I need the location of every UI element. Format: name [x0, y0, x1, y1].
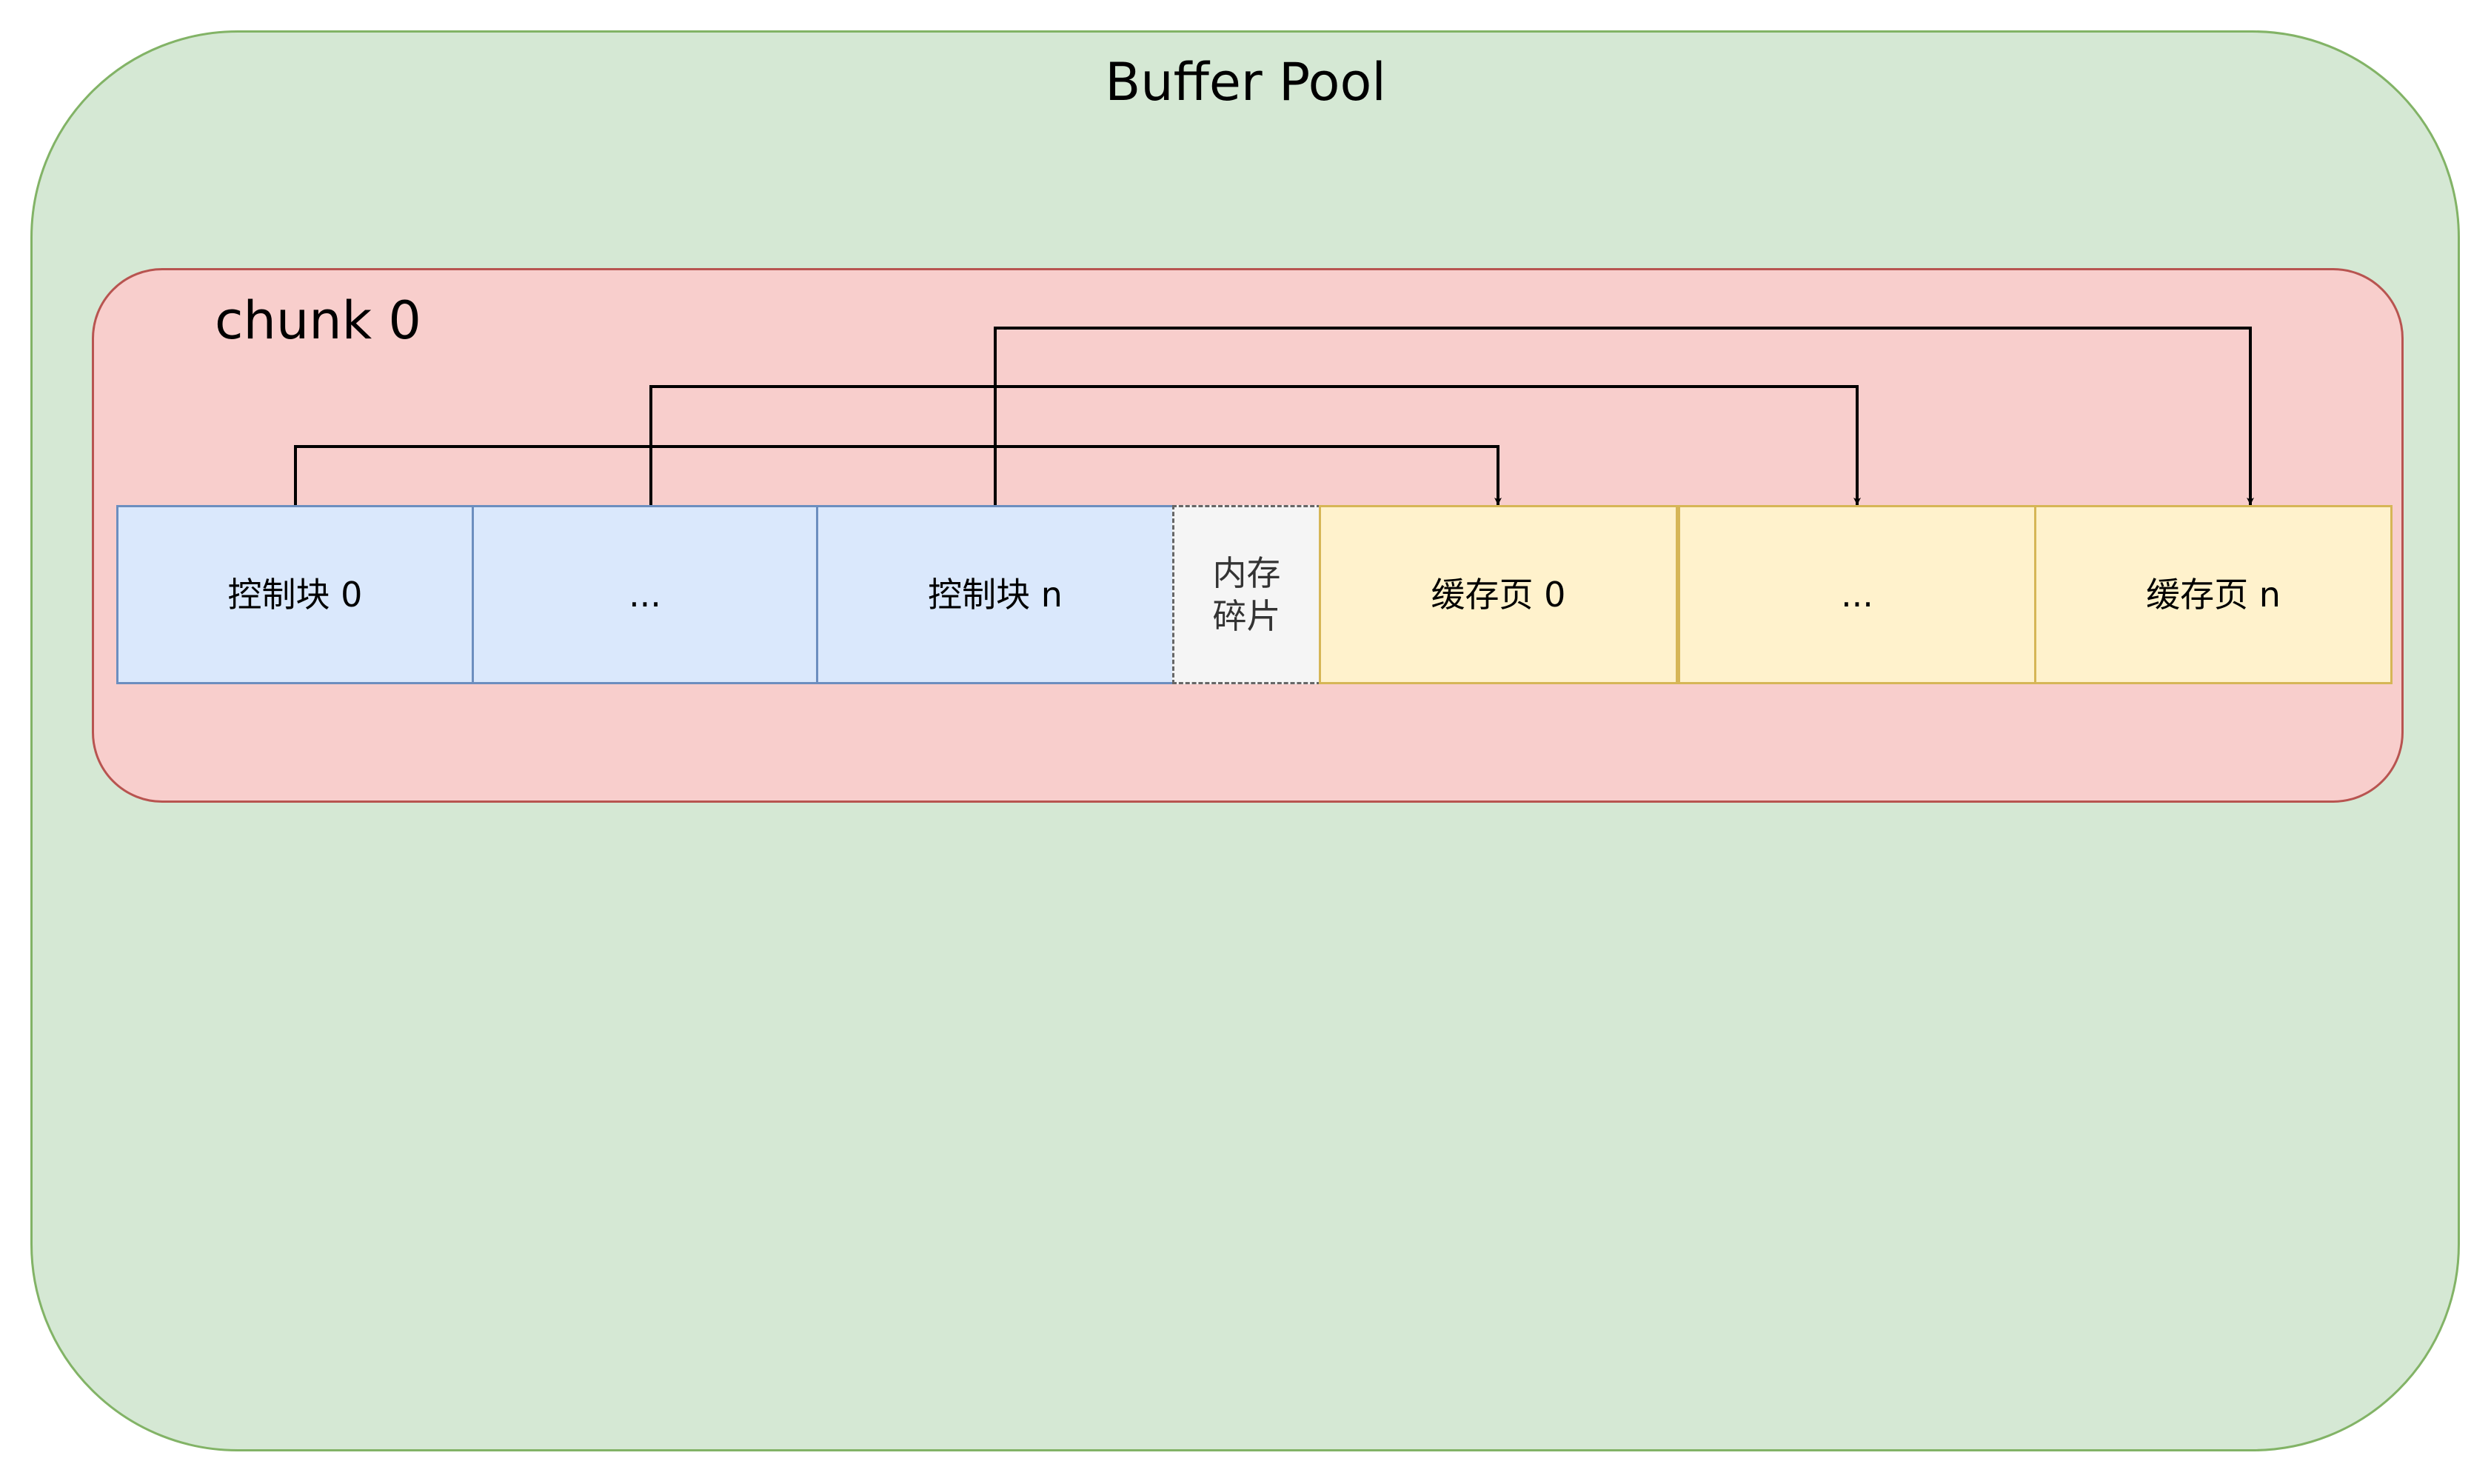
cache-page-0-label: 缓存页 0: [1431, 575, 1566, 615]
memory-fragment-block: 内存 碎片: [1172, 505, 1321, 684]
control-block-n: 控制块 n: [816, 505, 1174, 684]
buffer-pool-title: Buffer Pool: [1105, 52, 1386, 113]
control-block-ellipsis-label: ...: [629, 575, 661, 615]
memory-fragment-label-line1: 内存: [1212, 553, 1281, 593]
cache-page-n-label: 缓存页 n: [2146, 575, 2281, 615]
control-block-n-label: 控制块 n: [928, 575, 1063, 615]
control-block-0-label: 控制块 0: [227, 575, 363, 615]
control-block-0: 控制块 0: [116, 505, 474, 684]
control-block-ellipsis: ...: [472, 505, 818, 684]
cache-page-0: 缓存页 0: [1319, 505, 1678, 684]
cache-page-ellipsis: ...: [1678, 505, 2036, 684]
cache-page-n: 缓存页 n: [2034, 505, 2393, 684]
memory-fragment-label-line2: 碎片: [1212, 596, 1281, 636]
chunk-title: chunk 0: [215, 290, 421, 351]
cache-page-ellipsis-label: ...: [1841, 575, 1873, 615]
